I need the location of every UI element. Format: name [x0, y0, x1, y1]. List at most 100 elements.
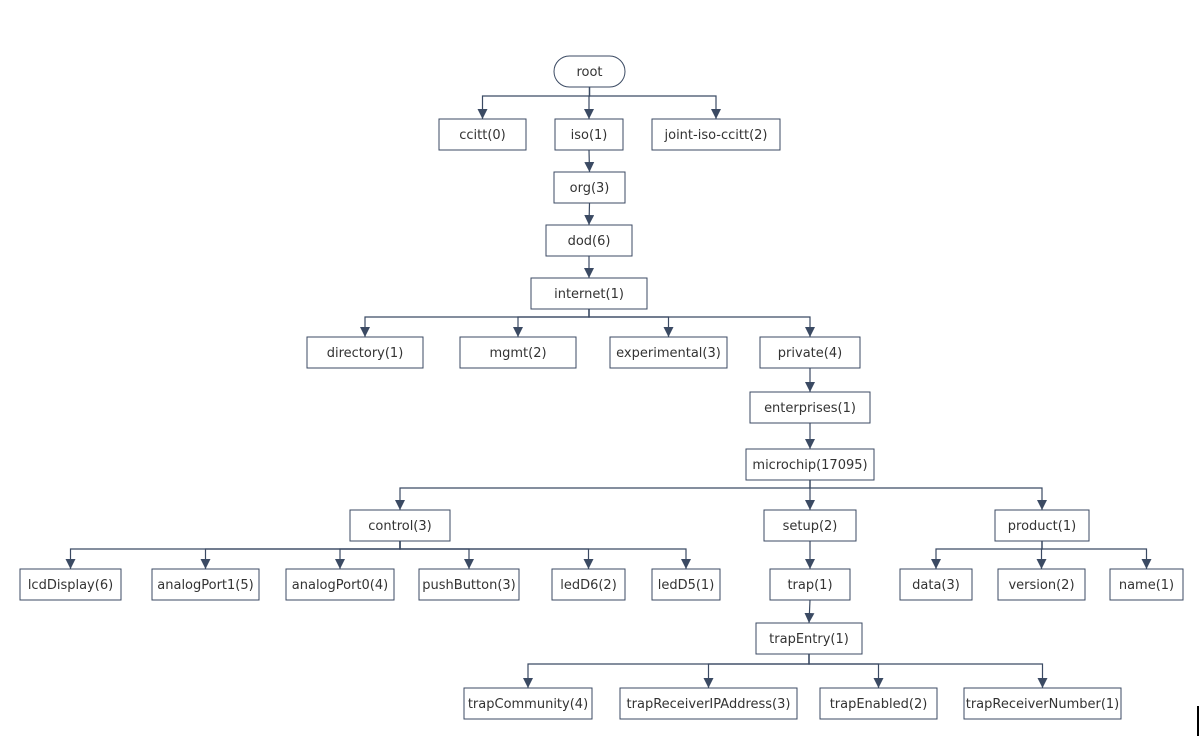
node-label-control: control(3) — [368, 519, 431, 534]
node-box-name — [1109, 568, 1184, 601]
node-box-org — [553, 171, 626, 204]
edge-org-to-dod — [584, 202, 595, 226]
node-box-trapCommunity — [463, 687, 593, 720]
node-dod: dod(6) — [545, 224, 633, 257]
node-product: product(1) — [994, 509, 1090, 542]
node-box-pushButton — [418, 568, 520, 601]
node-label-experimental: experimental(3) — [616, 346, 721, 361]
node-box-product — [994, 509, 1090, 542]
node-box-version — [997, 568, 1086, 601]
node-label-name: name(1) — [1119, 578, 1174, 593]
node-label-enterprises: enterprises(1) — [764, 401, 856, 416]
node-microchip: microchip(17095) — [745, 448, 875, 481]
node-box-private — [759, 336, 861, 369]
node-box-internet — [530, 277, 648, 310]
node-label-lcdDisplay: lcdDisplay(6) — [28, 578, 113, 593]
node-label-microchip: microchip(17095) — [752, 458, 867, 473]
node-analogPort1: analogPort1(5) — [151, 568, 260, 601]
edge-trapEntry-to-trapReceiverIPAddress — [703, 654, 810, 688]
edge-trapEntry-to-trapReceiverNumber — [808, 654, 1048, 688]
edge-product-to-data — [931, 541, 1043, 569]
edge-control-to-pushButton — [399, 541, 474, 569]
edge-control-to-analogPort0 — [335, 541, 401, 569]
node-label-ledD6: ledD6(2) — [560, 578, 617, 593]
node-ccitt: ccitt(0) — [438, 118, 527, 151]
node-box-ccitt — [438, 118, 527, 151]
node-trap: trap(1) — [769, 568, 851, 601]
node-box-directory — [306, 336, 424, 369]
node-box-iso — [554, 118, 624, 151]
text-cursor-mark — [1197, 706, 1199, 736]
node-label-directory: directory(1) — [327, 346, 404, 361]
node-box-lcdDisplay — [19, 568, 122, 601]
edge-trapEntry-to-trapEnabled — [808, 654, 884, 688]
node-box-analogPort0 — [285, 568, 395, 601]
edge-root-to-ccitt — [477, 87, 591, 119]
node-joint: joint-iso-ccitt(2) — [651, 118, 781, 151]
node-label-root: root — [576, 65, 602, 80]
edge-product-to-name — [1041, 541, 1152, 569]
edge-internet-to-directory — [360, 309, 590, 337]
node-pushButton: pushButton(3) — [418, 568, 520, 601]
node-trapReceiverNumber: trapReceiverNumber(1) — [963, 687, 1122, 720]
node-label-data: data(3) — [912, 578, 960, 593]
edge-control-to-ledD5 — [399, 541, 691, 569]
node-label-analogPort0: analogPort0(4) — [292, 578, 388, 593]
node-box-trapReceiverNumber — [963, 687, 1122, 720]
node-trapCommunity: trapCommunity(4) — [463, 687, 593, 720]
node-data: data(3) — [899, 568, 973, 601]
node-name: name(1) — [1109, 568, 1184, 601]
node-box-trapEntry — [755, 622, 863, 655]
node-experimental: experimental(3) — [609, 336, 728, 369]
node-label-trapEnabled: trapEnabled(2) — [830, 697, 928, 712]
node-box-ledD5 — [651, 568, 721, 601]
node-box-experimental — [609, 336, 728, 369]
node-lcdDisplay: lcdDisplay(6) — [19, 568, 122, 601]
node-box-ledD6 — [551, 568, 626, 601]
node-analogPort0: analogPort0(4) — [285, 568, 395, 601]
tree-edges — [65, 87, 1152, 688]
edge-control-to-lcdDisplay — [65, 541, 401, 569]
node-trapEnabled: trapEnabled(2) — [819, 687, 938, 720]
tree-nodes: root ccitt(0) iso(1) joint-iso-ccitt(2) org(… — [19, 55, 1184, 720]
node-private: private(4) — [759, 336, 861, 369]
node-box-trap — [769, 568, 851, 601]
edge-microchip-to-control — [395, 480, 811, 510]
edge-trap-to-trapEntry — [804, 599, 815, 624]
node-label-pushButton: pushButton(3) — [422, 578, 515, 593]
node-label-org: org(3) — [570, 181, 610, 196]
node-control: control(3) — [349, 509, 451, 542]
node-box-root — [553, 55, 626, 88]
node-version: version(2) — [997, 568, 1086, 601]
node-ledD5: ledD5(1) — [651, 568, 721, 601]
node-enterprises: enterprises(1) — [749, 391, 871, 424]
node-internet: internet(1) — [530, 277, 648, 310]
node-box-control — [349, 509, 451, 542]
node-box-microchip — [745, 448, 875, 481]
node-box-dod — [545, 224, 633, 257]
node-label-trapReceiverNumber: trapReceiverNumber(1) — [966, 697, 1120, 712]
node-label-internet: internet(1) — [554, 287, 624, 302]
node-label-dod: dod(6) — [568, 234, 611, 249]
node-box-mgmt — [459, 336, 577, 369]
node-label-joint: joint-iso-ccitt(2) — [664, 128, 768, 143]
node-label-ccitt: ccitt(0) — [459, 128, 506, 143]
node-label-trapCommunity: trapCommunity(4) — [468, 697, 588, 712]
node-label-analogPort1: analogPort1(5) — [157, 578, 253, 593]
node-label-mgmt: mgmt(2) — [489, 346, 546, 361]
node-setup: setup(2) — [763, 509, 857, 542]
node-directory: directory(1) — [306, 336, 424, 369]
node-box-trapReceiverIPAddress — [619, 687, 798, 720]
node-trapEntry: trapEntry(1) — [755, 622, 863, 655]
node-box-joint — [651, 118, 781, 151]
edge-internet-to-private — [588, 309, 815, 337]
node-label-iso: iso(1) — [571, 128, 608, 143]
edge-root-to-joint — [588, 87, 721, 119]
edge-trapEntry-to-trapCommunity — [523, 654, 810, 688]
edge-microchip-to-product — [809, 480, 1047, 510]
node-label-product: product(1) — [1008, 519, 1076, 534]
node-label-trap: trap(1) — [787, 578, 832, 593]
node-box-analogPort1 — [151, 568, 260, 601]
node-iso: iso(1) — [554, 118, 624, 151]
